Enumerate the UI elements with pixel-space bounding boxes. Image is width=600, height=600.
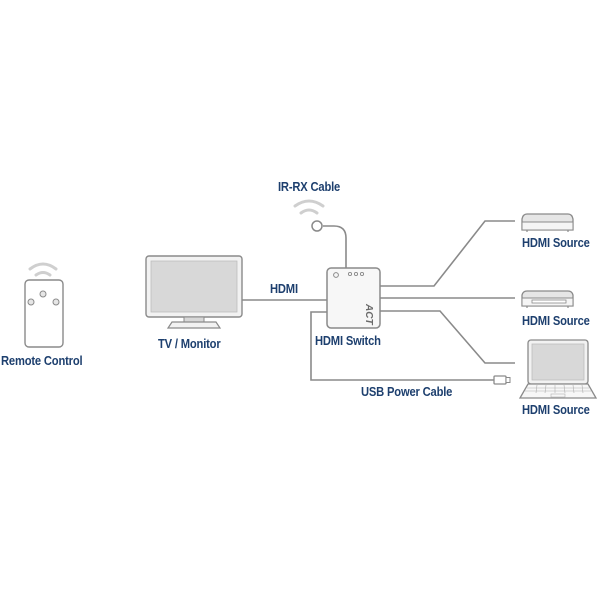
ir-wifi-icon: [293, 199, 325, 215]
remote-control-label: Remote Control: [1, 353, 83, 368]
hdmi-switch-label: HDMI Switch: [315, 333, 381, 348]
ir-rx-cable: [323, 225, 347, 269]
hdmi-source-3-icon: [518, 339, 598, 399]
hdmi-source-2-icon: [521, 290, 574, 308]
hdmi-switch-icon: ACT: [326, 267, 381, 329]
hdmi-cable-source-1: [380, 220, 515, 287]
remote-control-icon: [24, 262, 64, 348]
usb-power-cable-label: USB Power Cable: [361, 384, 453, 399]
ir-rx-cable-label: IR-RX Cable: [278, 179, 341, 194]
usb-power-cable: [310, 311, 494, 381]
hdmi-source-1-label: HDMI Source: [522, 235, 590, 250]
remote-wifi-icon: [28, 262, 58, 277]
switch-brand-logo: ACT: [363, 303, 374, 325]
cables: [242, 220, 515, 381]
hdmi-source-1-icon: [521, 213, 574, 232]
hdmi-source-2-label: HDMI Source: [522, 313, 590, 328]
usb-plug-icon: [493, 375, 511, 385]
tv-monitor-label: TV / Monitor: [158, 336, 221, 351]
hdmi-source-3-label: HDMI Source: [522, 402, 590, 417]
ir-receiver-icon: [293, 199, 325, 232]
hdmi-cable-source-3: [380, 310, 515, 364]
tv-monitor-icon: [145, 255, 243, 329]
hdmi-cable-label: HDMI: [270, 281, 298, 296]
